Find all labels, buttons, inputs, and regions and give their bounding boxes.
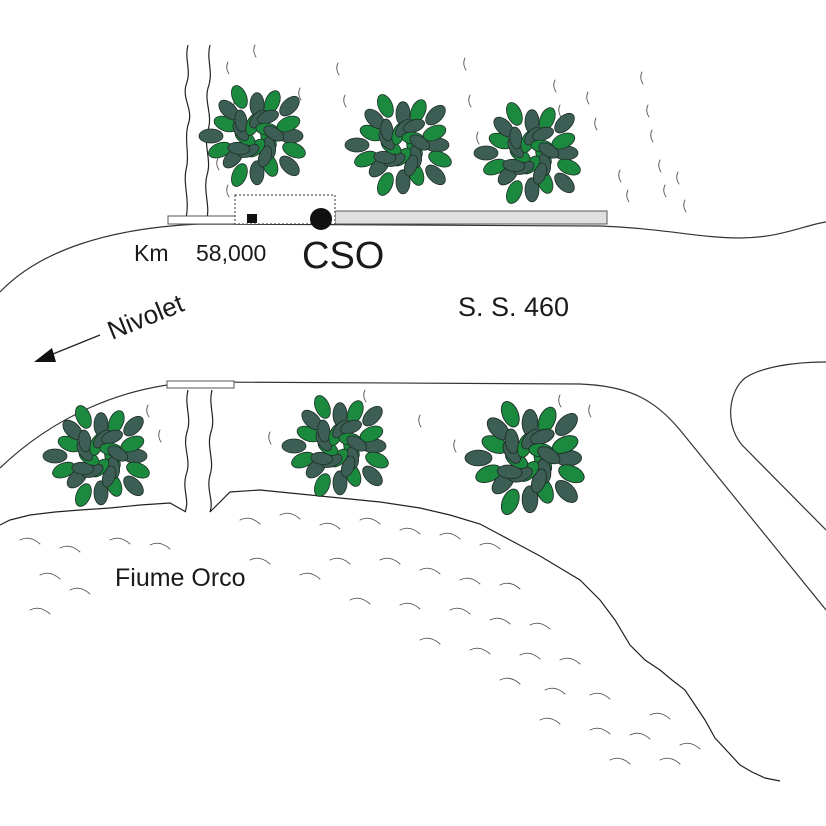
grass-tick	[463, 57, 467, 71]
river-ripple	[679, 742, 701, 750]
bridge-lower	[166, 380, 235, 389]
grass-tick	[468, 94, 472, 108]
grass-tick	[253, 44, 257, 58]
grass-tick	[683, 199, 687, 213]
stream-lower	[184, 389, 214, 513]
road-label: S. S. 460	[458, 292, 569, 322]
river-ripple	[439, 532, 461, 540]
river-ripple	[249, 557, 271, 565]
river-ripple	[459, 577, 481, 585]
grass-tick	[146, 404, 150, 418]
river-ripple	[544, 687, 566, 695]
river-ripple	[349, 597, 371, 605]
grass-tick	[298, 87, 302, 101]
river-ripple	[559, 657, 581, 665]
grass-tick	[586, 91, 590, 105]
platform-strip	[334, 210, 608, 225]
road-edge-upper	[0, 221, 826, 293]
river-ripple	[59, 545, 81, 553]
river-ripple	[589, 727, 611, 735]
grass-ticks-upper	[146, 44, 687, 453]
river-ripple	[39, 572, 61, 580]
river-ripple	[629, 732, 651, 740]
station-box-icon	[247, 214, 257, 223]
grass-tick	[626, 189, 630, 203]
grass-tick	[588, 404, 592, 418]
grass-tick	[640, 71, 644, 85]
grass-tick	[216, 157, 220, 171]
grass-tick	[226, 184, 230, 198]
tree-icon	[281, 395, 389, 497]
grass-tick	[676, 171, 680, 185]
grass-tick	[226, 61, 230, 75]
grass-tick	[558, 104, 562, 118]
river-ripple	[419, 637, 441, 645]
river-ripple	[499, 677, 521, 685]
grass-tick	[336, 62, 340, 76]
river-ripple	[519, 652, 541, 660]
grass-tick	[658, 159, 662, 173]
side-road-edge	[730, 361, 826, 531]
arrow-left-icon	[34, 334, 101, 362]
river-ripple	[239, 517, 261, 525]
km-label: Km	[134, 240, 169, 266]
station-label: CSO	[302, 235, 384, 277]
tree-icon	[344, 94, 452, 196]
river-ripple	[489, 617, 511, 625]
river-ripple	[69, 587, 91, 595]
grass-tick	[268, 431, 272, 445]
river-ripple	[449, 607, 471, 615]
river-ripple	[299, 572, 321, 580]
grass-tick	[158, 429, 162, 443]
river-bank	[0, 489, 781, 782]
grass-tick	[618, 169, 622, 183]
river-ripple	[479, 542, 501, 550]
grass-tick	[558, 394, 562, 408]
river-ripple	[419, 567, 441, 575]
river-ripple	[329, 557, 351, 565]
river-ripple	[149, 542, 171, 550]
grass-tick	[476, 131, 480, 145]
grass-tick	[453, 439, 457, 453]
river-ripple	[609, 757, 631, 765]
river-label: Fiume Orco	[115, 564, 246, 592]
km-value: 58,000	[196, 240, 266, 266]
river-ripple	[29, 607, 51, 615]
grass-tick	[650, 129, 654, 143]
river-ripple	[319, 522, 341, 530]
river-ripple	[399, 527, 421, 535]
river-ripple	[649, 712, 671, 720]
grass-tick	[363, 389, 367, 403]
tree-icon	[473, 102, 581, 204]
tree-icon	[464, 401, 585, 515]
river-ripple	[539, 717, 561, 725]
grass-tick	[663, 184, 667, 198]
tree-icon	[198, 85, 306, 187]
river-ripple	[399, 602, 421, 610]
station-dot-icon	[310, 208, 332, 230]
river-ripple	[499, 582, 521, 590]
bridge-upper	[167, 215, 237, 225]
grass-tick	[418, 414, 422, 428]
river-ripple	[279, 512, 301, 520]
river-ripple	[659, 757, 681, 765]
direction-label: Nivolet	[103, 288, 189, 346]
grass-tick	[594, 117, 598, 131]
grass-tick	[343, 94, 347, 108]
ripples-river	[19, 512, 701, 765]
river-ripple	[469, 647, 491, 655]
river-ripple	[359, 517, 381, 525]
tree-icon	[42, 405, 150, 507]
grass-tick	[646, 104, 650, 118]
river-ripple	[589, 692, 611, 700]
river-ripple	[19, 537, 41, 545]
trees	[42, 85, 585, 515]
river-ripple	[379, 557, 401, 565]
river-ripple	[109, 537, 131, 545]
river-ripple	[529, 622, 551, 630]
grass-tick	[553, 79, 557, 93]
